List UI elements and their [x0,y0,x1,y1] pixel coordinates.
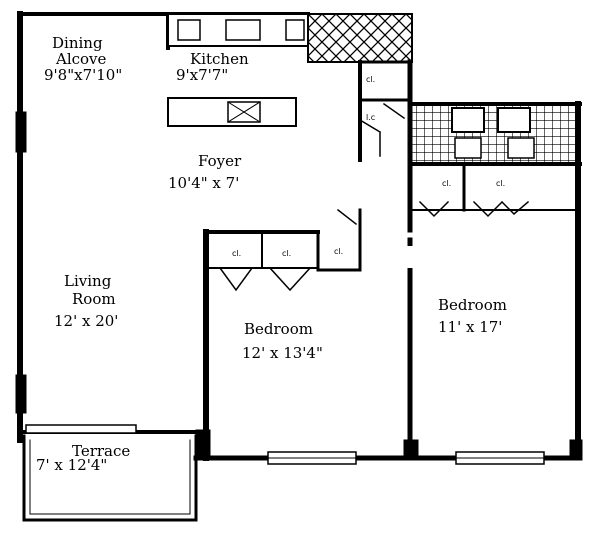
bathroom-fixture [454,137,482,159]
bedroom-2-label: Bedroom [438,296,507,314]
living-room-label: Living [64,272,112,290]
closet-label: cl. [366,75,375,84]
living-room-label-2: Room [72,290,116,308]
closet-label: cl. [232,249,241,258]
bedroom-1-dimensions: 12' x 13'4" [242,344,323,362]
hatched-shaft [307,13,413,63]
dining-alcove-label: Dining [52,34,103,52]
kitchen-dimensions: 9'x7'7" [176,66,228,84]
bathroom-fixture [497,107,531,133]
foyer-label: Foyer [198,152,242,170]
kitchen-label: Kitchen [190,50,249,68]
foyer-dimensions: 10'4" x 7' [168,174,239,192]
closet-label: l.c [366,113,375,122]
bedroom-2-dimensions: 11' x 17' [438,318,502,336]
dining-alcove-label-2: Alcove [55,50,107,68]
closet-label: cl. [496,179,505,188]
bedroom-1-label: Bedroom [244,320,313,338]
dining-alcove-dimensions: 9'8"x7'10" [44,66,122,84]
closet-label: cl. [282,249,291,258]
walls [15,11,583,522]
terrace-label: Terrace [72,442,130,460]
bathroom-fixture [451,107,485,133]
bathroom-tiles [409,103,579,165]
bathroom-fixture [507,137,535,159]
terrace-dimensions: 7' x 12'4" [36,456,107,474]
closet-label: cl. [334,247,343,256]
living-room-dimensions: 12' x 20' [54,312,118,330]
closet-label: cl. [442,179,451,188]
